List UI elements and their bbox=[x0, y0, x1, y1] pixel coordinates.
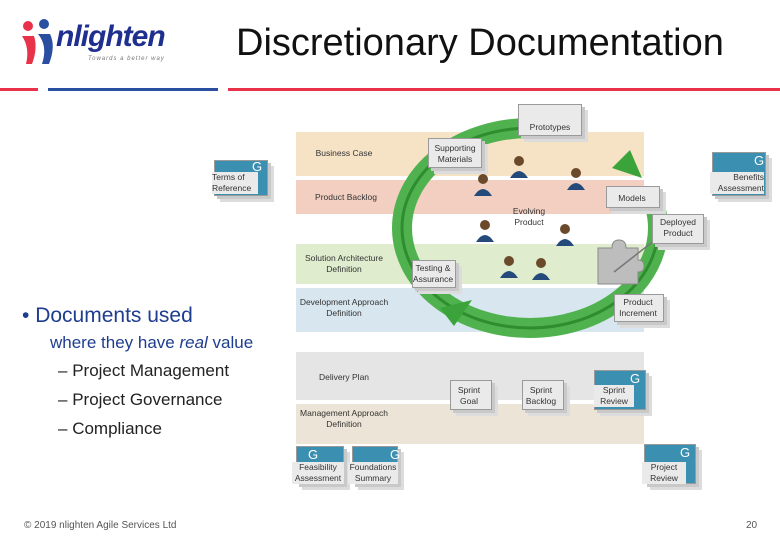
subline-real-value: where they have real value bbox=[50, 333, 253, 353]
header-rule-red bbox=[0, 88, 38, 91]
deployed-product-label: Deployed Product bbox=[652, 217, 704, 239]
solution-architecture-label: Solution Architecture Definition bbox=[296, 253, 392, 275]
list-item-text: Project Management bbox=[72, 361, 229, 380]
person-icon bbox=[565, 166, 587, 190]
bullet-documents-used: • Documents used bbox=[22, 304, 193, 328]
gate-icon: G bbox=[306, 448, 320, 462]
foundations-summary-label: Foundations Summary bbox=[348, 462, 398, 484]
testing-assurance-label: Testing & Assurance bbox=[410, 263, 456, 285]
page-title: Discretionary Documentation bbox=[236, 22, 724, 65]
list-item: – Compliance bbox=[58, 419, 162, 439]
project-review-label: Project Review bbox=[642, 462, 686, 484]
management-approach-label: Management Approach Definition bbox=[294, 408, 394, 430]
delivery-plan-label: Delivery Plan bbox=[312, 372, 376, 383]
development-approach-label: Development Approach Definition bbox=[294, 297, 394, 319]
gate-icon: G bbox=[628, 372, 642, 386]
subline-prefix: where they have bbox=[50, 333, 179, 352]
person-icon bbox=[498, 254, 520, 278]
feasibility-assessment-label: Feasibility Assessment bbox=[292, 462, 344, 484]
company-logo: nlighten Towards a better way bbox=[18, 16, 208, 72]
footer-copyright: © 2019 nlighten Agile Services Ltd bbox=[24, 520, 176, 531]
business-case-label: Business Case bbox=[306, 148, 382, 159]
sprint-goal-label: Sprint Goal bbox=[448, 385, 490, 407]
product-increment-label: Product Increment bbox=[612, 297, 664, 319]
header-rule-blue bbox=[48, 88, 218, 91]
gate-icon: G bbox=[388, 448, 402, 462]
list-item-text: Compliance bbox=[72, 419, 162, 438]
person-icon bbox=[474, 218, 496, 242]
list-item: – Project Management bbox=[58, 361, 229, 381]
sprint-backlog-label: Sprint Backlog bbox=[520, 385, 562, 407]
terms-of-reference-label: Terms of Reference bbox=[212, 172, 258, 194]
product-backlog-label: Product Backlog bbox=[306, 192, 386, 203]
gate-icon: G bbox=[752, 154, 766, 168]
supporting-materials-label: Supporting Materials bbox=[428, 143, 482, 165]
list-item-text: Project Governance bbox=[72, 390, 222, 409]
prototypes-label: Prototypes bbox=[520, 122, 580, 133]
bullet-text: Documents used bbox=[35, 304, 193, 327]
person-icon bbox=[508, 154, 530, 178]
subline-suffix: value bbox=[208, 333, 253, 352]
header-rule-red-long bbox=[228, 88, 780, 91]
page-number: 20 bbox=[746, 520, 757, 531]
person-icon bbox=[472, 172, 494, 196]
bullet-dot-icon: • bbox=[22, 304, 29, 327]
models-label: Models bbox=[606, 193, 658, 204]
gate-icon: G bbox=[678, 446, 692, 460]
list-item: – Project Governance bbox=[58, 390, 222, 410]
sprint-review-label: Sprint Review bbox=[594, 385, 634, 407]
logo-tagline: Towards a better way bbox=[88, 56, 165, 62]
subline-emphasis: real bbox=[179, 333, 207, 352]
evolving-product-label: Evolving Product bbox=[500, 206, 558, 228]
person-icon bbox=[530, 256, 552, 280]
logo-wordmark: nlighten bbox=[56, 20, 165, 54]
benefits-assessment-label: Benefits Assessment bbox=[710, 172, 764, 194]
